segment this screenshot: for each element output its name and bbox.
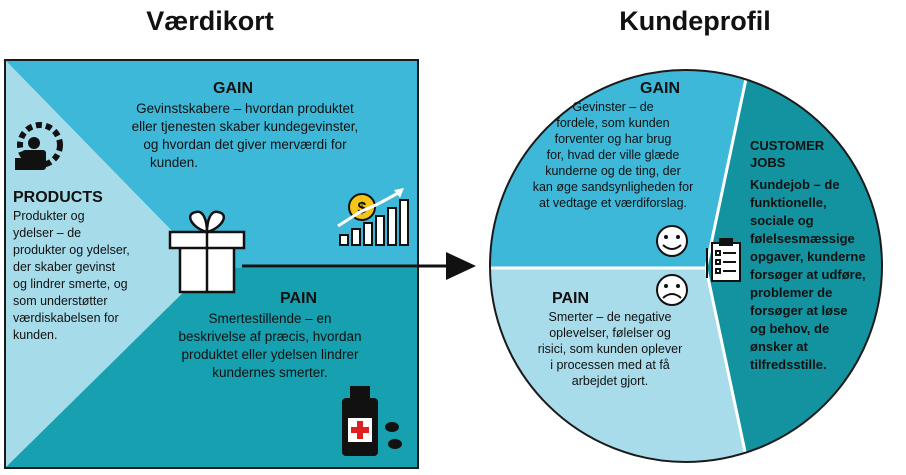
customer-jobs-heading: CUSTOMER JOBS xyxy=(750,138,825,170)
value-map-title: Værdikort xyxy=(146,6,274,36)
value-map-gain-region xyxy=(5,60,418,268)
customer-jobs-text: Kundejob – de funktionelle, sociale og f… xyxy=(750,177,866,372)
value-map-gain-heading: GAIN xyxy=(213,80,253,97)
value-map-pain-region xyxy=(5,268,418,468)
smiley-face-icon xyxy=(656,225,688,257)
value-map-products-region xyxy=(5,60,208,468)
value-map-pain-heading: PAIN xyxy=(280,290,318,307)
svg-text:$: $ xyxy=(358,200,367,217)
value-map-gain-text: Gevinstskabere – hvordan produktet eller… xyxy=(131,101,359,170)
customer-gain-text: Gevinster – de fordele, som kunden forve… xyxy=(532,100,694,210)
customer-profile-title: Kundeprofil xyxy=(619,6,771,36)
customer-gain-heading: GAIN xyxy=(640,80,680,97)
value-map-pain-text: Smertestillende – en beskrivelse af præc… xyxy=(178,311,362,380)
medicine-bottle-icon xyxy=(342,386,402,456)
gift-icon xyxy=(168,210,246,294)
sad-face-icon xyxy=(656,274,688,306)
coin-growth-chart-icon: $ xyxy=(337,188,409,246)
gear-person-icon xyxy=(15,122,63,170)
value-map-products-heading: PRODUCTS xyxy=(13,189,103,206)
right-arrow-icon xyxy=(242,252,476,280)
customer-pain-text: Smerter – de negative oplevelser, følels… xyxy=(537,310,683,388)
customer-pain-heading: PAIN xyxy=(552,290,590,307)
value-map-products-text: Produkter og ydelser – de produkter og y… xyxy=(13,209,130,342)
checklist-icon xyxy=(706,238,741,282)
